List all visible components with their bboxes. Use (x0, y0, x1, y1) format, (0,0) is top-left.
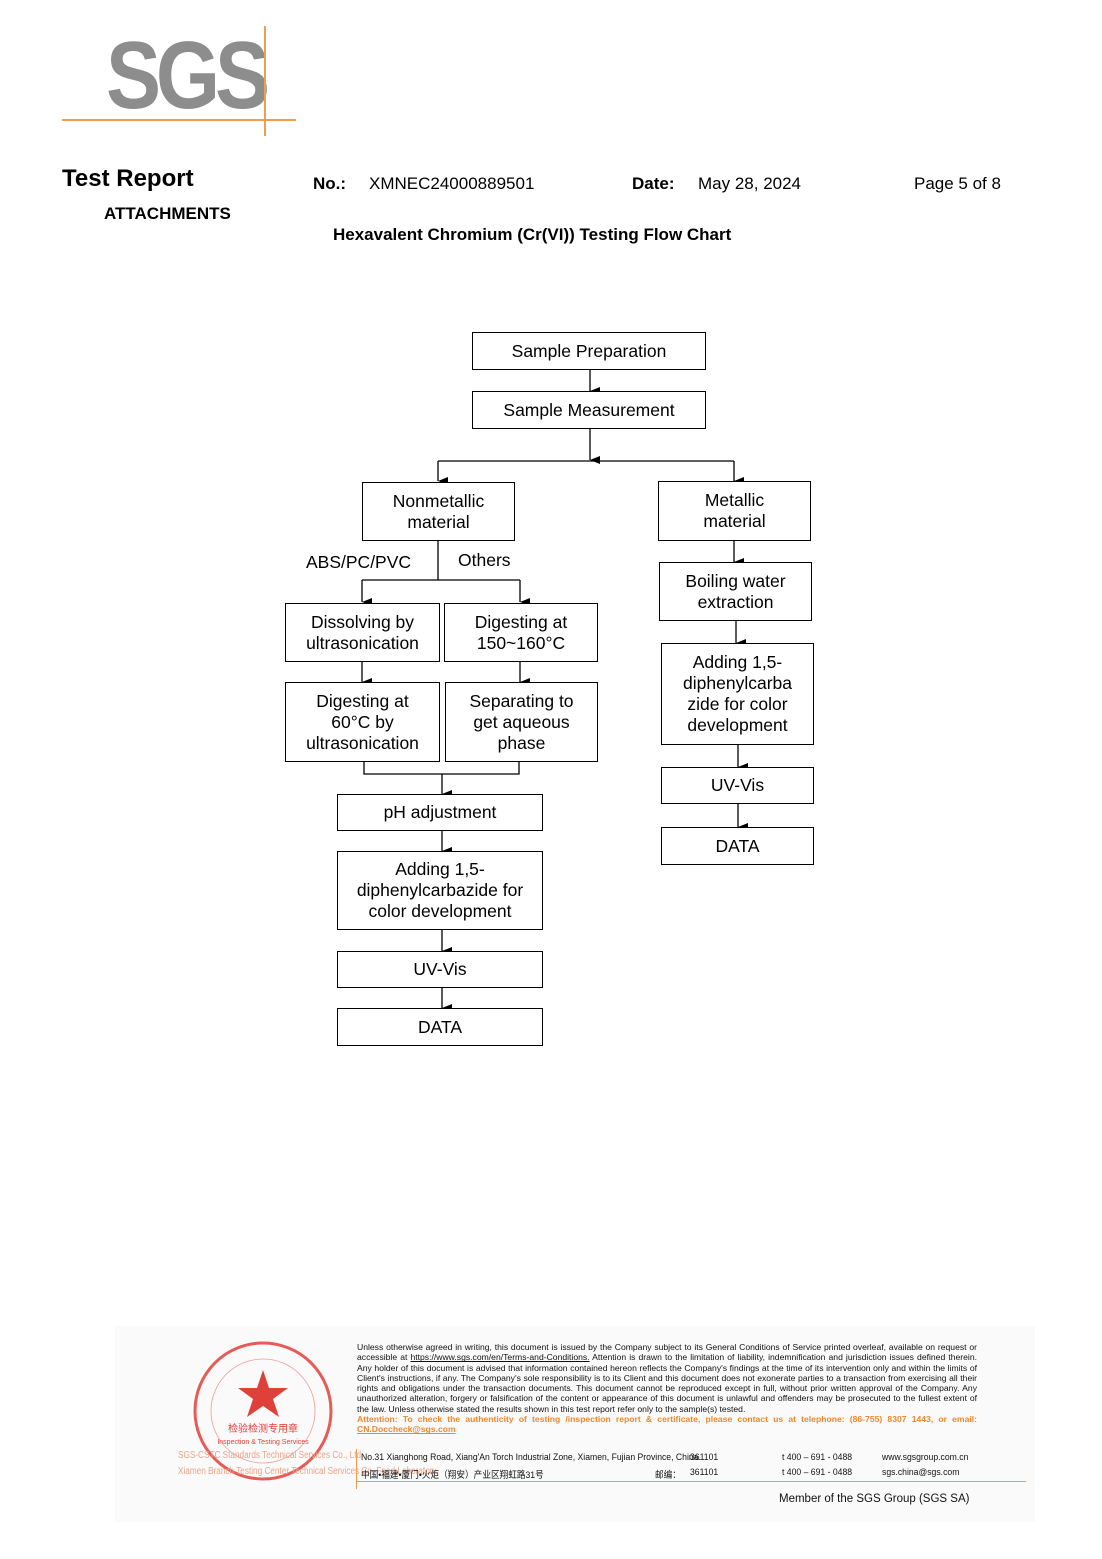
box-label-line: Adding 1,5- (692, 652, 783, 672)
box-label-line: Nonmetallic (392, 490, 485, 511)
box-label-line: ultrasonication (306, 632, 419, 653)
telephone-1: t 400 – 691 - 0488 (782, 1452, 853, 1463)
footer-horizontal-rule (356, 1481, 1026, 1482)
box-label-line: 150~160°C (476, 632, 566, 653)
box-data-left: DATA (337, 1008, 543, 1046)
terms-link[interactable]: https://www.sgs.com/en/Terms-and-Conditi… (410, 1352, 590, 1363)
box-label-line: zide for color (687, 694, 788, 714)
postcode-chinese-label: 邮编： (655, 1470, 681, 1481)
report-date: May 28, 2024 (698, 174, 802, 193)
postcode-chinese: 361101 (690, 1467, 719, 1478)
box-label: pH adjustment (383, 802, 497, 822)
legal-disclaimer: Unless otherwise agreed in writing, this… (357, 1342, 977, 1435)
telephone-2: t 400 – 691 - 0488 (782, 1467, 853, 1478)
box-label-line: development (687, 715, 788, 735)
box-label-line: Digesting at (316, 690, 409, 711)
box-label: UV-Vis (413, 959, 467, 979)
box-label-line: Dissolving by (310, 611, 415, 632)
box-label-line: 60°C by (331, 711, 394, 732)
logo-horizontal-rule (62, 119, 296, 121)
sgs-group-membership: Member of the SGS Group (SGS SA) (779, 1493, 970, 1505)
box-metallic-material: Metallic material (658, 481, 811, 541)
box-label: UV-Vis (710, 775, 765, 795)
box-uv-vis-left: UV-Vis (337, 951, 543, 988)
box-adding-diphenylcarbazide-right: Adding 1,5- diphenylcarba zide for color… (661, 643, 814, 745)
footer-background (115, 1326, 1035, 1522)
box-label-line: Digesting at (474, 611, 568, 632)
box-label: Sample Measurement (503, 399, 675, 420)
box-label-line: extraction (697, 591, 774, 612)
website-link[interactable]: www.sgsgroup.com.cn (882, 1452, 969, 1463)
address-english: No.31 Xianghong Road, Xiang'An Torch Ind… (361, 1452, 701, 1463)
authenticity-notice: Attention: To check the authenticity of … (357, 1414, 977, 1435)
box-digesting-150-160: Digesting at 150~160°C (444, 603, 598, 662)
address-chinese: 中国•福建•厦门•火炬（翔安）产业区翔虹路31号 (361, 1470, 544, 1481)
doccheck-email-link[interactable]: CN.Doccheck@sgs.com (357, 1424, 456, 1435)
box-label: Sample Preparation (511, 340, 667, 361)
box-nonmetallic-material: Nonmetallic material (362, 482, 515, 541)
postcode-english: 361101 (690, 1452, 719, 1463)
box-separating-aqueous-phase: Separating to get aqueous phase (445, 682, 598, 762)
page-number: Page 5 of 8 (914, 174, 1001, 193)
box-label-line: diphenylcarba (683, 673, 792, 693)
disclaimer-text: Unless otherwise agreed in writing, this… (357, 1342, 977, 1363)
branch-label-others: Others (458, 550, 511, 570)
report-number: XMNEC24000889501 (369, 174, 535, 193)
branch-label-abs-pc-pvc: ABS/PC/PVC (306, 552, 412, 572)
box-label: DATA (715, 835, 760, 856)
box-uv-vis-right: UV-Vis (661, 767, 814, 804)
box-sample-measurement: Sample Measurement (472, 391, 706, 429)
box-dissolving-by-ultrasonication: Dissolving by ultrasonication (285, 603, 440, 662)
box-label-line: Metallic (704, 490, 765, 510)
box-adding-diphenylcarbazide-left: Adding 1,5- diphenylcarbazide for color … (337, 851, 543, 930)
box-data-right: DATA (661, 827, 814, 865)
svg-text:检验检测专用章: 检验检测专用章 (228, 1422, 298, 1435)
box-label-line: Boiling water (685, 570, 786, 591)
seal-caption-company: SGS-CSTC Standards Technical Services Co… (178, 1450, 364, 1461)
report-number-label: No.: (313, 174, 347, 193)
attention-text: Attention: To check the authenticity of … (357, 1414, 977, 1425)
box-label-line: diphenylcarbazide for (356, 880, 524, 900)
box-label-line: get aqueous (473, 711, 570, 732)
box-label-line: Separating to (469, 690, 574, 711)
box-label-line: material (703, 511, 766, 531)
box-ph-adjustment: pH adjustment (337, 794, 543, 831)
box-label: DATA (417, 1016, 463, 1037)
box-digesting-60: Digesting at 60°C by ultrasonication (285, 682, 440, 762)
box-label-line: ultrasonication (306, 732, 419, 753)
date-label: Date: (632, 174, 675, 193)
box-label-line: color development (368, 901, 512, 921)
box-label-line: phase (497, 732, 546, 753)
box-boiling-water-extraction: Boiling water extraction (659, 562, 812, 621)
flow-chart-title: Hexavalent Chromium (Cr(VI)) Testing Flo… (333, 225, 732, 244)
footer-vertical-rule (356, 1449, 357, 1489)
svg-text:Inspection & Testing Services: Inspection & Testing Services (217, 1439, 309, 1446)
report-title: Test Report (62, 165, 194, 192)
company-seal: 检验检测专用章 Inspection & Testing Services (193, 1341, 333, 1481)
sgs-logo: SGS (62, 26, 298, 136)
seal-caption-branch: Xiamen Branch Testing Center Technical S… (178, 1466, 437, 1477)
merge-bracket (363, 762, 520, 775)
box-label-line: Adding 1,5- (395, 859, 485, 879)
attachments-heading: ATTACHMENTS (104, 204, 231, 223)
box-sample-preparation: Sample Preparation (472, 332, 706, 370)
disclaimer-text: Attention is drawn to the limitation of … (357, 1352, 977, 1414)
email-link[interactable]: sgs.china@sgs.com (882, 1467, 960, 1478)
logo-vertical-rule (264, 26, 266, 136)
box-label-line: material (407, 511, 470, 532)
logo-wordmark: SGS (106, 22, 270, 129)
